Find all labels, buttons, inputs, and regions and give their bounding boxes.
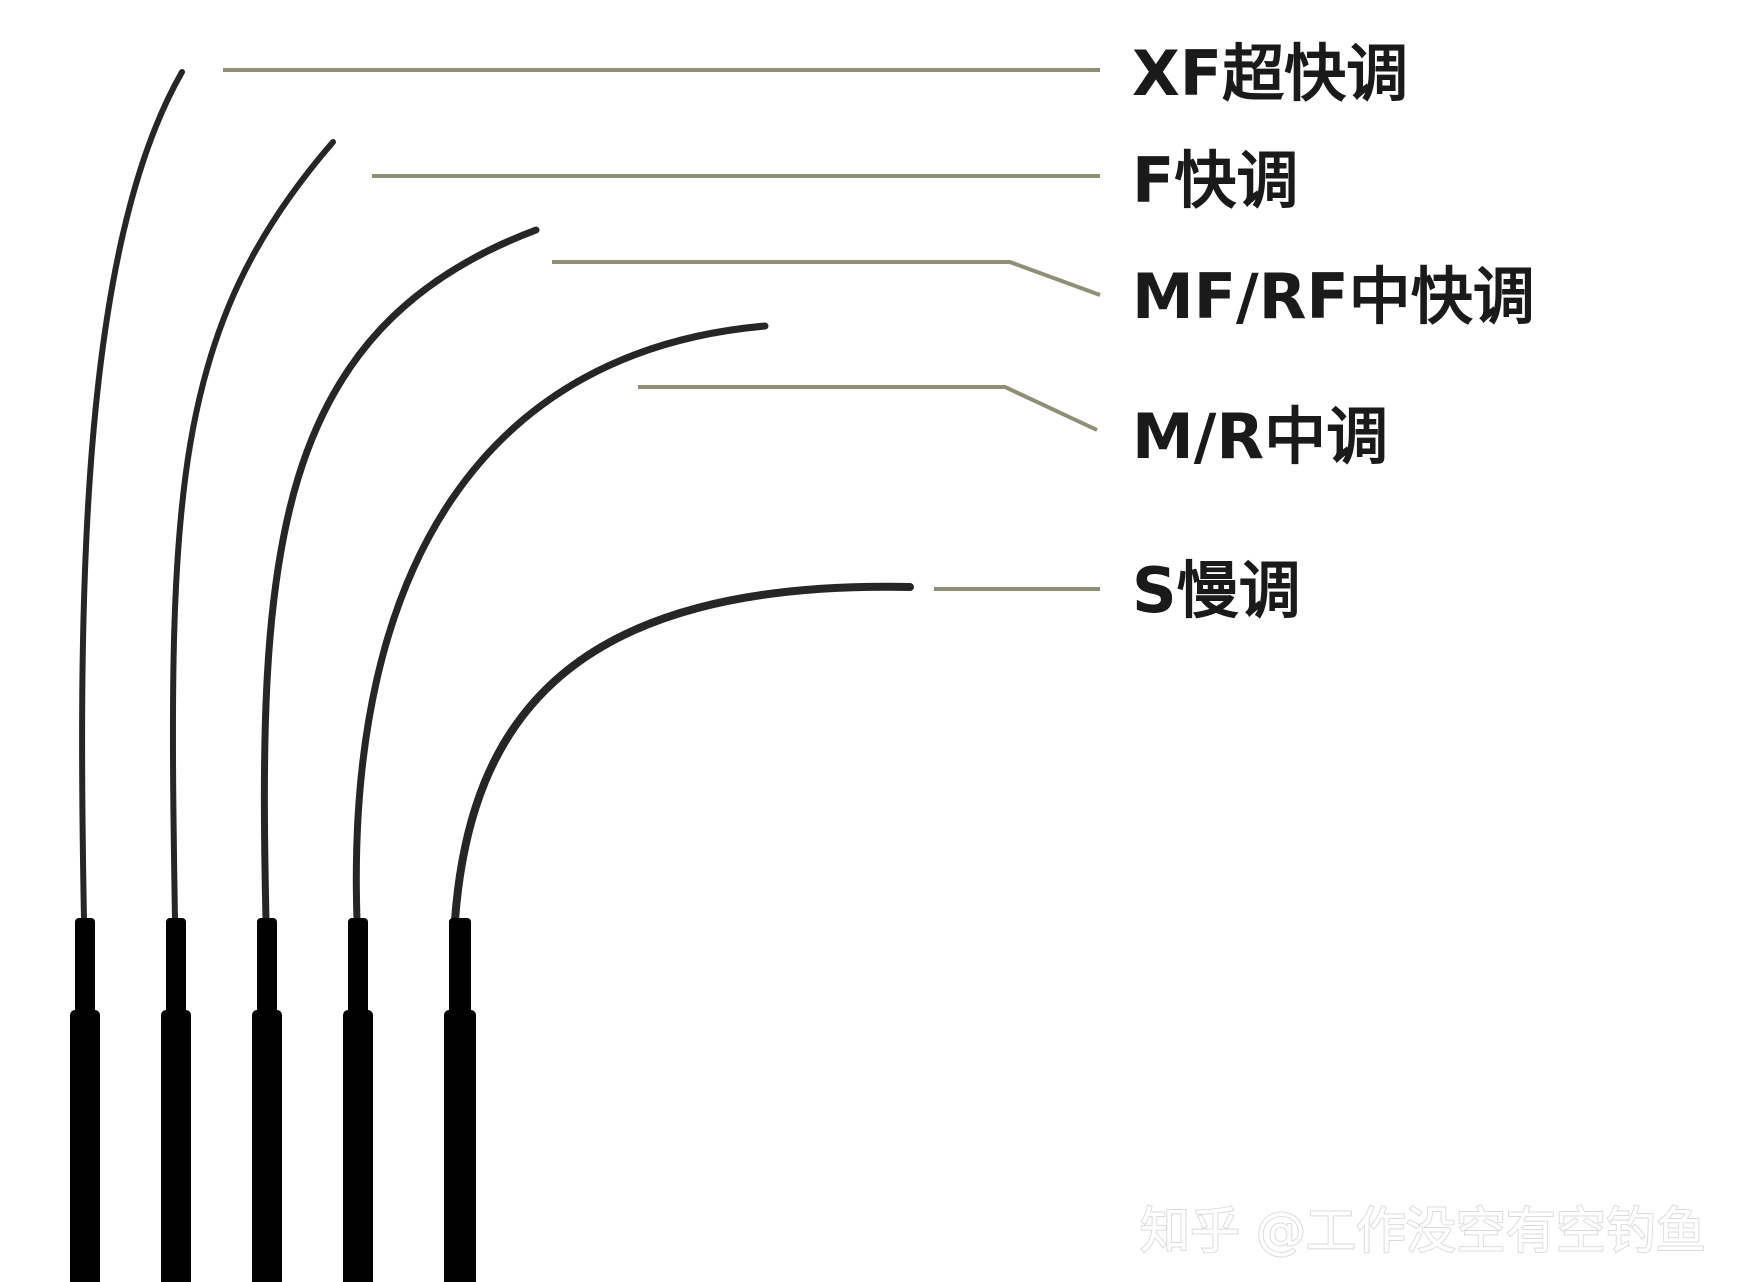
rod-blank-s: [451, 582, 914, 924]
grip-mf: [252, 918, 282, 1282]
label-f: F快调: [1132, 144, 1298, 217]
label-mf: MF/RF中快调: [1132, 260, 1535, 333]
label-s: S慢调: [1132, 554, 1301, 627]
rod-blank-xf: [79, 69, 185, 923]
leader-lines: [223, 68, 1101, 591]
grip-m: [343, 918, 373, 1282]
grip-xf: [70, 918, 100, 1282]
label-xf: XF超快调: [1132, 37, 1408, 110]
rod-blanks: [79, 69, 914, 924]
rod-blank-m: [352, 322, 769, 924]
grip-f: [161, 918, 191, 1282]
rod-blank-f: [169, 139, 336, 923]
leader-line-m: [638, 385, 1098, 432]
watermark-text: 知乎 @工作没空有空钓鱼: [1140, 1202, 1706, 1260]
leader-line-mf: [552, 260, 1101, 297]
label-m: M/R中调: [1132, 400, 1388, 473]
rod-action-labels: XF超快调 F快调 MF/RF中快调 M/R中调 S慢调: [1132, 37, 1535, 627]
grip-s: [444, 918, 476, 1282]
rod-grips: [70, 918, 476, 1282]
rod-blank-mf: [260, 226, 540, 924]
